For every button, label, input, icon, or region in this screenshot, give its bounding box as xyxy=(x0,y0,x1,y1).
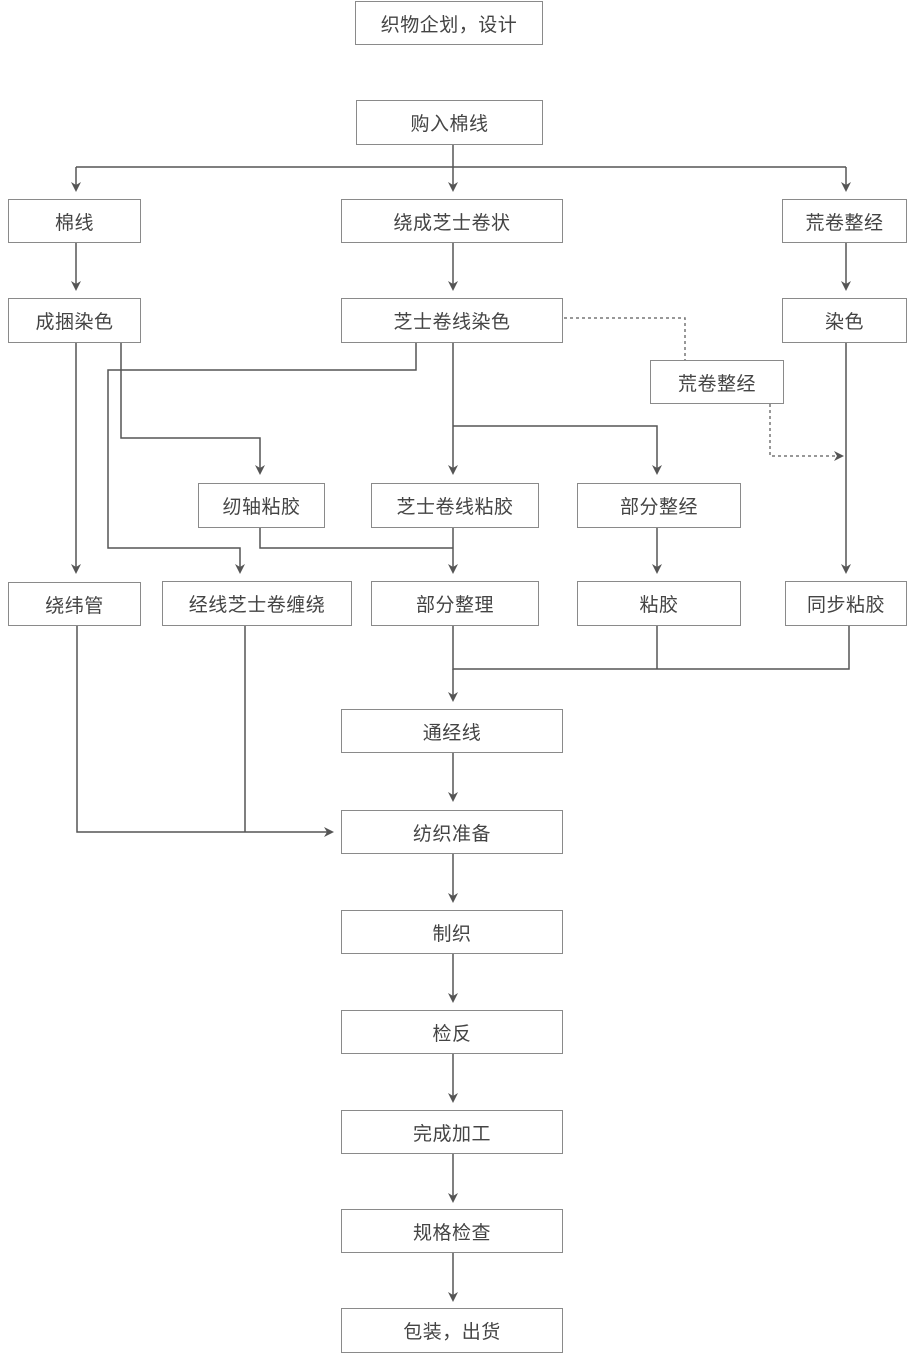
node-pack-ship: 包装，出货 xyxy=(341,1308,563,1353)
node-bundle-dye: 成捆染色 xyxy=(8,298,141,343)
node-size: 粘胶 xyxy=(577,581,741,626)
node-part-finish: 部分整理 xyxy=(371,581,539,626)
node-weave-prep: 纺织准备 xyxy=(341,810,563,854)
node-pirn: 绕纬管 xyxy=(8,582,141,626)
node-buy-cotton: 购入棉线 xyxy=(356,100,543,145)
edge-cheesedye-warpcheese xyxy=(107,343,417,574)
node-beam-size: 纫轴粘胶 xyxy=(198,483,325,528)
node-plan: 织物企划，设计 xyxy=(355,1,543,45)
edge-bundle-beamsize xyxy=(120,343,265,475)
node-spec-check: 规格检查 xyxy=(341,1209,563,1253)
edge-dotted-cheesedye-roughwarp xyxy=(564,317,686,360)
node-finishing: 完成加工 xyxy=(341,1110,563,1154)
node-cotton: 棉线 xyxy=(8,199,141,243)
edge-beamsize-merge xyxy=(259,528,453,549)
node-cheese-dye: 芝士卷线染色 xyxy=(341,298,563,343)
node-rough-warp-top: 荒卷整经 xyxy=(782,199,907,243)
node-cheese-size: 芝士卷线粘胶 xyxy=(371,483,539,528)
node-part-warp: 部分整经 xyxy=(577,483,741,528)
node-drawing-in: 通经线 xyxy=(341,709,563,753)
edge-merge-bar xyxy=(452,626,850,670)
node-rough-warp-mid: 荒卷整经 xyxy=(650,360,784,404)
edge-cheesedye-partwarp xyxy=(453,425,662,475)
node-weaving: 制织 xyxy=(341,910,563,954)
node-cheese-wind: 绕成芝士卷状 xyxy=(341,199,563,243)
node-inspect: 检反 xyxy=(341,1010,563,1054)
node-dye: 染色 xyxy=(782,298,907,343)
edge-dotted-roughwarp-dyeline xyxy=(769,404,844,461)
node-warp-cheese-wind: 经线芝士卷缠绕 xyxy=(162,581,352,626)
node-sync-size: 同步粘胶 xyxy=(785,581,907,626)
edge-pirn-weaveprep xyxy=(76,626,334,837)
